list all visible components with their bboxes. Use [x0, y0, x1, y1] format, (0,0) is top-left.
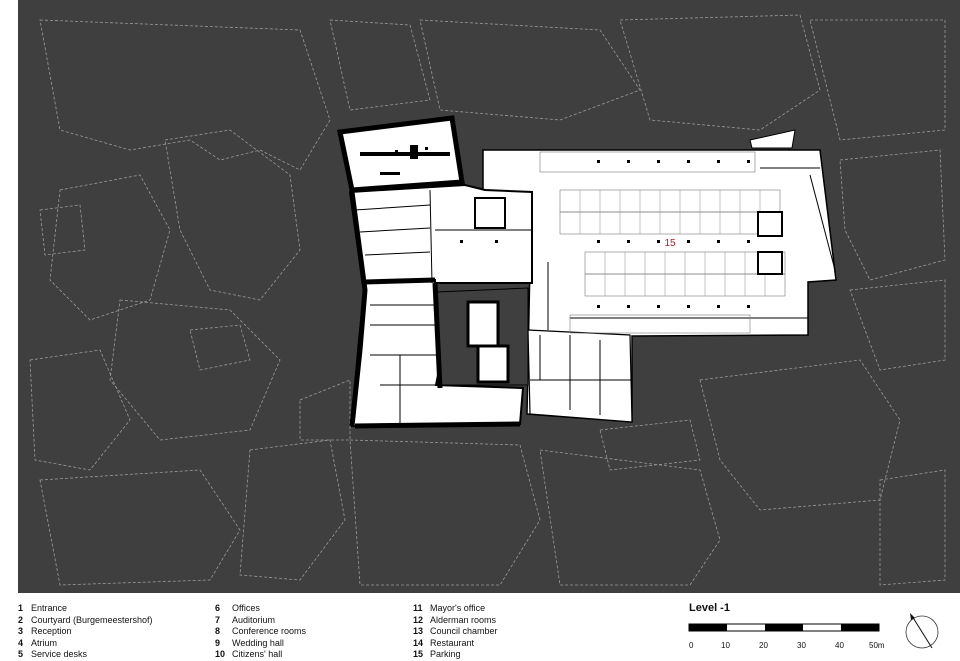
legend-number: 1: [18, 603, 24, 613]
legend-label: Alderman rooms: [430, 614, 497, 625]
legend-item: 5 Service desks: [18, 649, 153, 661]
legend-label: Mayor's office: [430, 603, 486, 613]
room-label-15: 15: [664, 238, 676, 249]
legend-label: Citizens' hall: [232, 649, 283, 659]
legend-item: 14 Restaurant: [413, 638, 498, 650]
legend-label: Offices: [232, 603, 260, 613]
legend-column-2: 6 Offices 7 Auditorium 8 Conference rooms 9…: [215, 603, 306, 661]
legend-item: 11 Mayor's office: [413, 603, 498, 615]
legend-number: 13: [413, 626, 424, 636]
legend-number: 8: [215, 626, 221, 636]
stair-cores: [474, 197, 783, 275]
legend-item: 2 Courtyard (Burgemeestershof): [18, 615, 153, 627]
legend-item: 1 Entrance: [18, 603, 153, 615]
legend-number: 12: [413, 614, 424, 625]
legend-number: 15: [413, 649, 424, 659]
legend-label: Auditorium: [232, 614, 276, 625]
equipment: [360, 145, 450, 175]
floor-plan-drawing: 15: [29, 14, 946, 586]
legend-number: 9: [215, 637, 221, 648]
legend-number: 2: [18, 614, 24, 625]
level-title: Level -1: [689, 602, 730, 614]
legend-number: 7: [215, 614, 221, 625]
context-buildings: [29, 14, 946, 586]
legend-item: 9 Wedding hall: [215, 638, 306, 650]
scale-tick: 50m: [869, 641, 885, 650]
legend-number: 5: [18, 649, 24, 659]
courtyard-room: [466, 300, 500, 348]
legend-label: Entrance: [31, 603, 68, 613]
lower-wing: [527, 329, 633, 423]
scale-tick: 40: [835, 641, 844, 650]
legend-item: 7 Auditorium: [215, 615, 306, 627]
legend-label: Courtyard (Burgemeestershof): [31, 614, 153, 625]
legend-number: 14: [413, 637, 424, 648]
legend-item: 8 Conference rooms: [215, 626, 306, 638]
legend-item: 15 Parking: [413, 649, 498, 661]
legend-number: 3: [18, 626, 24, 636]
thick-walls: [349, 191, 521, 429]
courtyard-room: [476, 344, 510, 384]
legend-label: Reception: [31, 626, 72, 636]
scale-tick: 20: [759, 641, 768, 650]
legend-item: 12 Alderman rooms: [413, 615, 498, 627]
interior-walls: [354, 167, 836, 425]
floor-plan: 15: [18, 0, 960, 593]
legend-label: Wedding hall: [232, 637, 284, 648]
legend-number: 10: [215, 649, 226, 659]
legend-label: Service desks: [31, 649, 88, 659]
scale-tick: 0: [689, 641, 694, 650]
legend-label: Parking: [430, 649, 461, 659]
north-arrow-icon: [905, 613, 939, 649]
entrance-ramp: [749, 129, 796, 149]
legend-label: Council chamber: [430, 626, 498, 636]
legend-item: 10 Citizens' hall: [215, 649, 306, 661]
legend-number: 11: [413, 603, 423, 613]
legend-item: 4 Atrium: [18, 638, 153, 650]
legend-column-3: 11 Mayor's office 12 Alderman rooms 13 Coun…: [413, 603, 498, 661]
legend-item: 3 Reception: [18, 626, 153, 638]
legend-label: Conference rooms: [232, 626, 307, 636]
legend-label: Atrium: [31, 637, 58, 648]
scale-tick: 10: [721, 641, 730, 650]
scale-tick: 30: [797, 641, 806, 650]
scale-bar: 0 10 20 30 40 50m: [688, 623, 885, 650]
legend-label: Restaurant: [430, 637, 475, 648]
legend-item: 13 Council chamber: [413, 626, 498, 638]
legend-number: 4: [18, 637, 24, 648]
legend-number: 6: [215, 603, 221, 613]
legend-item: 6 Offices: [215, 603, 306, 615]
